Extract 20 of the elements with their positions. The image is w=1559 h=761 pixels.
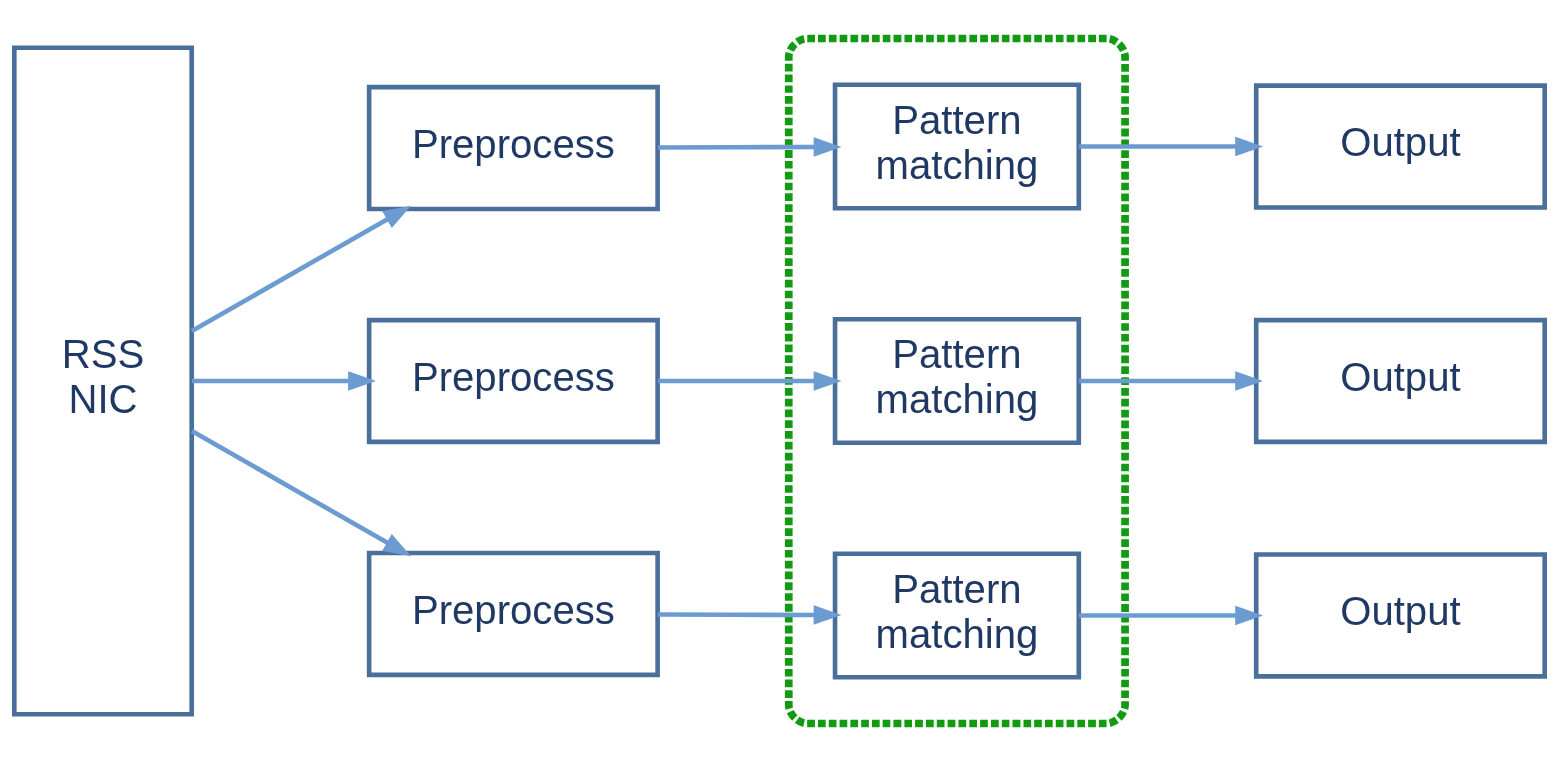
arrow xyxy=(1078,136,1264,156)
arrow xyxy=(1078,605,1264,625)
node-box: Output xyxy=(1253,317,1547,444)
node-box: Output xyxy=(1253,82,1547,210)
node-box: Pattern matching xyxy=(832,81,1082,211)
arrow xyxy=(657,604,842,625)
node-box: Preprocess xyxy=(366,550,660,677)
node-box: Preprocess xyxy=(366,84,660,211)
cluster xyxy=(784,34,1129,727)
arrow xyxy=(657,370,842,391)
arrow xyxy=(190,428,412,556)
node-box: Pattern matching xyxy=(832,550,1082,680)
arrow xyxy=(657,136,842,157)
node-box: Pattern matching xyxy=(832,316,1082,445)
node-box: RSS NIC xyxy=(12,44,195,717)
arrow xyxy=(190,205,412,333)
node-box: Preprocess xyxy=(366,317,660,444)
arrow xyxy=(1078,370,1264,391)
arrow xyxy=(191,370,376,391)
node-box: Output xyxy=(1253,551,1547,679)
